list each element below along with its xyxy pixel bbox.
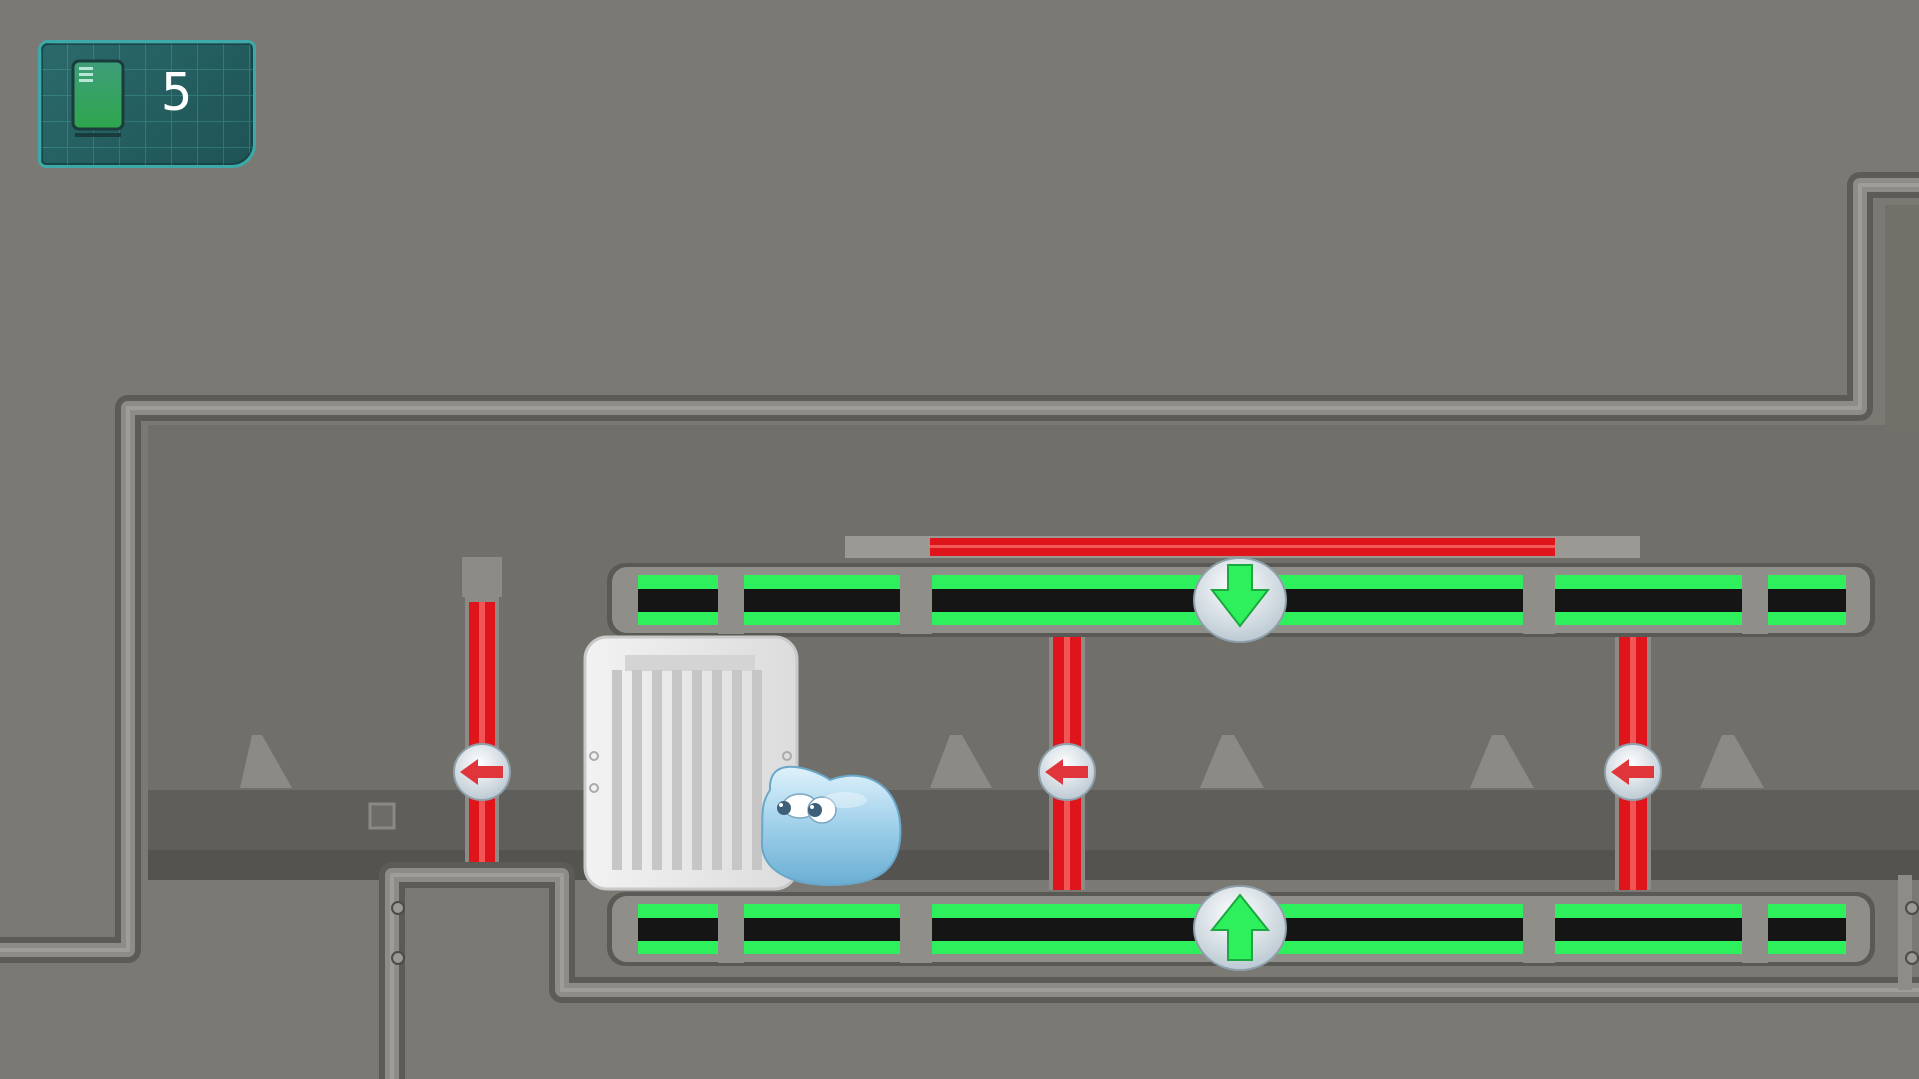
water-blob-character[interactable] bbox=[760, 765, 902, 887]
top-laser-emitter bbox=[845, 536, 1640, 558]
level-walls bbox=[0, 172, 1919, 1079]
direction-switch-right-button[interactable] bbox=[1604, 743, 1662, 801]
arrow-down-icon bbox=[1209, 564, 1271, 628]
card-icon bbox=[71, 59, 125, 137]
background-supports bbox=[240, 735, 1764, 788]
direction-switch-middle-button[interactable] bbox=[1038, 743, 1096, 801]
corridor-rail bbox=[148, 790, 1919, 850]
vertical-laser-left bbox=[462, 557, 502, 862]
corridor-upper-right bbox=[1885, 205, 1919, 430]
hud-card-counter: 5 bbox=[38, 40, 256, 168]
gravity-switch-up-button[interactable] bbox=[1193, 885, 1287, 971]
gravity-switch-down-button[interactable] bbox=[1193, 557, 1287, 643]
wall-rivets bbox=[391, 901, 1919, 965]
blob-eye-right bbox=[808, 803, 822, 817]
direction-switch-left-button[interactable] bbox=[453, 743, 511, 801]
wall-bolt bbox=[368, 802, 396, 830]
arrow-left-icon bbox=[1045, 759, 1088, 785]
blob-eye-left bbox=[777, 801, 791, 815]
crate[interactable] bbox=[583, 635, 799, 891]
arrow-left-icon bbox=[460, 759, 503, 785]
card-count: 5 bbox=[161, 63, 193, 123]
arrow-up-icon bbox=[1209, 893, 1271, 961]
arrow-left-icon bbox=[1611, 759, 1654, 785]
